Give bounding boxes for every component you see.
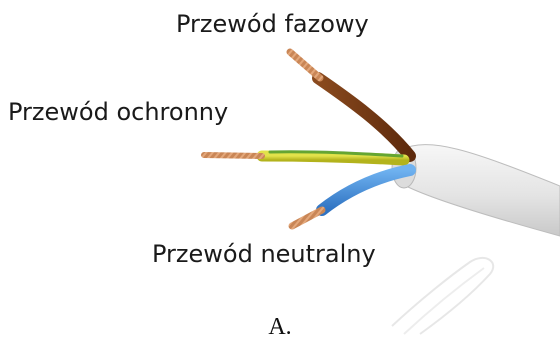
phase-wire: [286, 48, 416, 162]
neutral-wire: [288, 164, 416, 230]
phase-wire-label: Przewód fazowy: [176, 10, 369, 38]
neutral-copper-core: [288, 206, 326, 230]
watermark: [391, 256, 495, 335]
figure-caption: A.: [268, 314, 292, 340]
cable-sheath: [391, 144, 560, 237]
protective-copper-core: [201, 152, 265, 159]
phase-copper-core: [286, 48, 324, 82]
neutral-wire-label: Przewód neutralny: [152, 240, 376, 268]
protective-wire-label: Przewód ochronny: [8, 98, 229, 126]
protective-wire: [201, 150, 410, 166]
